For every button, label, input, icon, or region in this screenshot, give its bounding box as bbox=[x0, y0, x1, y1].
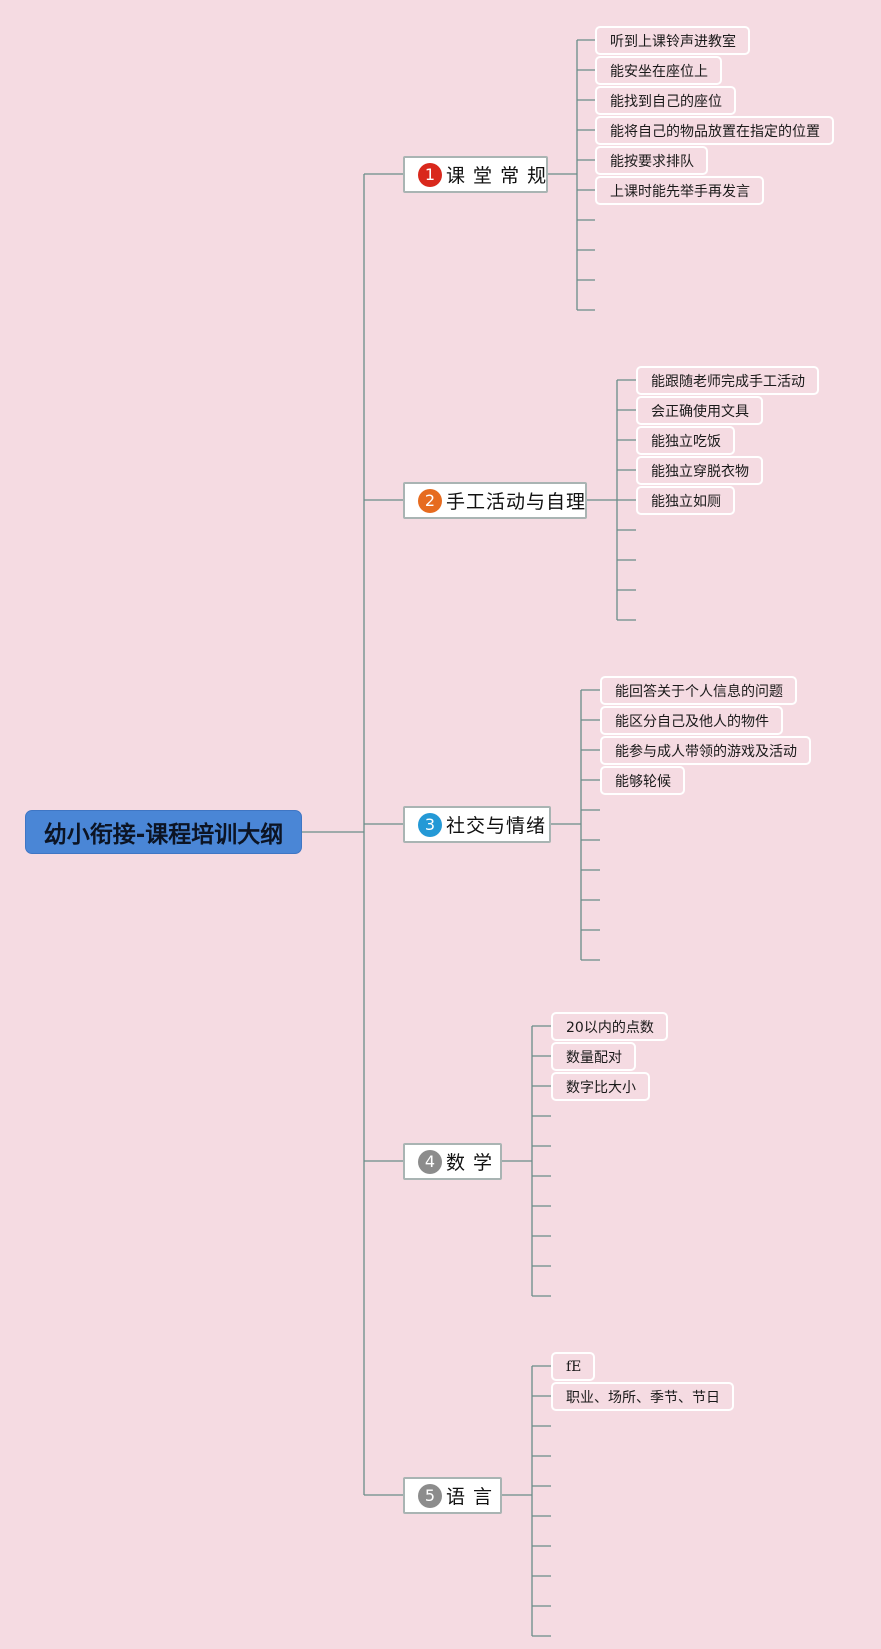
branch-social-emotion[interactable]: 3 社交与情绪 bbox=[403, 806, 551, 843]
leaf-item[interactable]: 能独立穿脱衣物 bbox=[636, 456, 763, 485]
leaf-item[interactable]: 20以内的点数 bbox=[551, 1012, 668, 1041]
root-topic[interactable]: 幼小衔接-课程培训大纲 bbox=[25, 810, 302, 854]
leaf-item[interactable]: 能按要求排队 bbox=[595, 146, 708, 175]
leaf-item[interactable]: fE bbox=[551, 1352, 596, 1381]
branch-label: 社交与情绪 bbox=[446, 815, 547, 837]
branch-classroom-routine[interactable]: 1 课 堂 常 规 bbox=[403, 156, 548, 193]
leaf-item[interactable]: 数字比大小 bbox=[551, 1072, 650, 1101]
number-badge-icon: 3 bbox=[418, 812, 442, 837]
branch-language[interactable]: 5 语 言 bbox=[403, 1477, 502, 1514]
branch-label: 数 学 bbox=[446, 1152, 494, 1174]
branch-label: 课 堂 常 规 bbox=[446, 165, 548, 187]
leaf-item[interactable]: 能将自己的物品放置在指定的位置 bbox=[595, 116, 834, 145]
number-badge-icon: 4 bbox=[418, 1149, 442, 1174]
leaf-item[interactable]: 能独立如厕 bbox=[636, 486, 735, 515]
root-topic-label: 幼小衔接-课程培训大纲 bbox=[43, 822, 284, 848]
leaf-item[interactable]: 能够轮候 bbox=[600, 766, 685, 795]
leaf-item[interactable]: 能找到自己的座位 bbox=[595, 86, 736, 115]
leaf-item[interactable]: 能跟随老师完成手工活动 bbox=[636, 366, 819, 395]
number-badge-icon: 1 bbox=[418, 162, 442, 187]
leaf-item[interactable]: 能参与成人带领的游戏及活动 bbox=[600, 736, 811, 765]
leaf-item[interactable]: 职业、场所、季节、节日 bbox=[551, 1382, 734, 1411]
leaf-item[interactable]: 能区分自己及他人的物件 bbox=[600, 706, 783, 735]
leaf-item[interactable]: 能回答关于个人信息的问题 bbox=[600, 676, 797, 705]
leaf-item[interactable]: 会正确使用文具 bbox=[636, 396, 763, 425]
number-badge-icon: 5 bbox=[418, 1483, 442, 1508]
branch-label: 语 言 bbox=[446, 1486, 494, 1508]
leaf-item[interactable]: 听到上课铃声进教室 bbox=[595, 26, 750, 55]
leaf-item[interactable]: 能安坐在座位上 bbox=[595, 56, 722, 85]
leaf-item[interactable]: 上课时能先举手再发言 bbox=[595, 176, 764, 205]
branch-label: 手工活动与自理 bbox=[446, 491, 587, 513]
leaf-item[interactable]: 数量配对 bbox=[551, 1042, 636, 1071]
number-badge-icon: 2 bbox=[418, 488, 442, 513]
leaf-item[interactable]: 能独立吃饭 bbox=[636, 426, 735, 455]
branch-math[interactable]: 4 数 学 bbox=[403, 1143, 502, 1180]
branch-handcraft-selfcare[interactable]: 2 手工活动与自理 bbox=[403, 482, 587, 519]
